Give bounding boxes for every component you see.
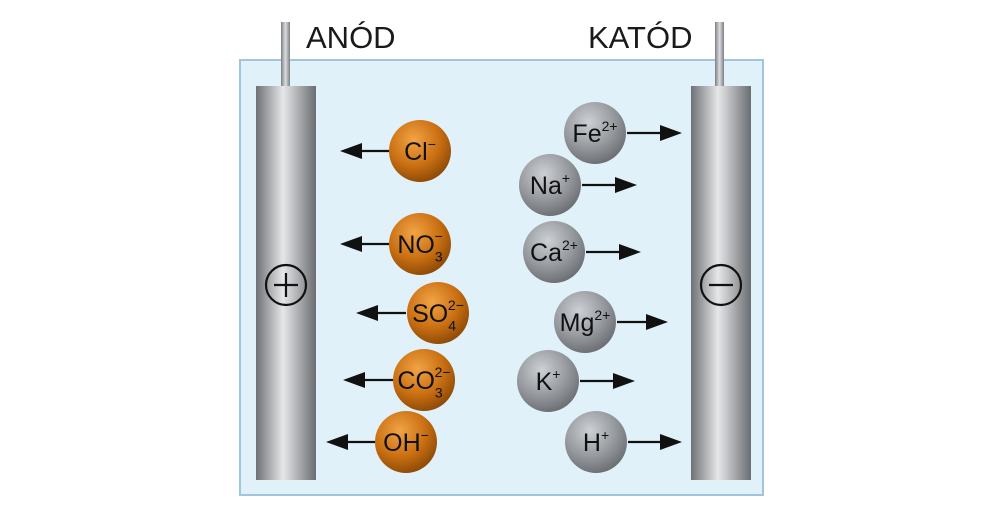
ion-symbol: Na	[530, 172, 562, 200]
ion-formula: Ca2+	[530, 237, 578, 267]
cation-6: H+	[565, 411, 682, 473]
ion-formula: H+	[583, 427, 609, 457]
ion-symbol: SO	[412, 300, 448, 328]
cation-sphere	[565, 411, 627, 473]
anion-5: OH−	[326, 411, 437, 473]
anion-sphere	[393, 349, 455, 411]
minus-icon	[699, 263, 743, 307]
ion-symbol: OH	[383, 429, 421, 457]
ion-symbol: Cl	[404, 138, 428, 166]
cation-sphere	[523, 221, 585, 283]
ion-subscript: 4	[448, 318, 456, 334]
cation-arrow	[586, 244, 641, 260]
ion-symbol: CO	[397, 367, 435, 395]
ion-formula: Cl−	[404, 136, 436, 166]
cation-arrow	[627, 125, 682, 141]
cation-sphere	[519, 154, 581, 216]
anion-sphere	[375, 411, 437, 473]
cation-1: Fe2+	[564, 102, 682, 164]
ion-formula: NO3 −	[397, 228, 443, 265]
anion-arrow	[340, 236, 390, 252]
ion-symbol: Fe	[572, 120, 601, 148]
cation-arrow	[580, 373, 635, 389]
cation-5: K+	[517, 350, 635, 412]
anion-2: NO3 −	[340, 213, 451, 275]
ion-charge: −	[428, 136, 436, 152]
ion-charge: −	[421, 427, 429, 443]
anion-3: SO4 2−	[356, 282, 469, 344]
cation-arrow	[628, 434, 682, 450]
anion-arrow	[340, 143, 390, 159]
ion-charge: 2−	[448, 297, 464, 313]
ion-subscript: 3	[435, 385, 443, 401]
ion-formula: SO4 2−	[412, 297, 464, 334]
anion-arrow	[356, 305, 406, 321]
electrolyte-container	[239, 59, 764, 496]
cathode-label: KATÓD	[588, 20, 693, 55]
anion-arrow	[326, 434, 376, 450]
ion-symbol: NO	[397, 231, 435, 259]
anode-wire	[281, 22, 290, 88]
ion-subscript: 3	[435, 249, 443, 265]
anion-sphere	[389, 213, 451, 275]
ion-formula: Na+	[530, 170, 570, 200]
anion-4: CO3 2−	[343, 349, 455, 411]
ion-symbol: Mg	[560, 309, 595, 337]
anode-label: ANÓD	[306, 20, 396, 55]
cation-sphere	[517, 350, 579, 412]
ion-charge: −	[434, 228, 442, 244]
cation-arrow	[617, 314, 668, 330]
ion-charge: +	[552, 366, 560, 382]
plus-icon	[264, 263, 308, 307]
cathode-wire	[715, 22, 724, 88]
ion-charge: 2+	[594, 307, 610, 323]
ion-symbol: H	[583, 429, 601, 457]
ion-symbol: Ca	[530, 239, 562, 267]
ion-formula: Fe2+	[572, 118, 617, 148]
ion-symbol: K	[536, 368, 553, 396]
ion-charge: 2+	[602, 118, 618, 134]
ions-layer: Cl−NO3−SO42−CO32−OH−Fe2+Na+Ca2+Mg2+K+H+	[326, 102, 682, 473]
ion-formula: K+	[536, 366, 561, 396]
ion-charge: +	[601, 427, 609, 443]
anion-arrow	[343, 372, 393, 388]
cation-2: Na+	[519, 154, 637, 216]
cation-sphere	[564, 102, 626, 164]
cation-sphere	[554, 291, 616, 353]
anion-sphere	[389, 120, 451, 182]
ion-charge: +	[562, 170, 570, 186]
ion-formula: Mg2+	[560, 307, 611, 337]
anion-1: Cl−	[340, 120, 451, 182]
cation-3: Ca2+	[523, 221, 641, 283]
ion-formula: OH−	[383, 427, 429, 457]
ion-charge: 2−	[435, 364, 451, 380]
anion-sphere	[407, 282, 469, 344]
ion-charge: 2+	[562, 237, 578, 253]
cation-4: Mg2+	[554, 291, 668, 353]
ion-formula: CO3 2−	[397, 364, 450, 401]
cation-arrow	[582, 177, 637, 193]
